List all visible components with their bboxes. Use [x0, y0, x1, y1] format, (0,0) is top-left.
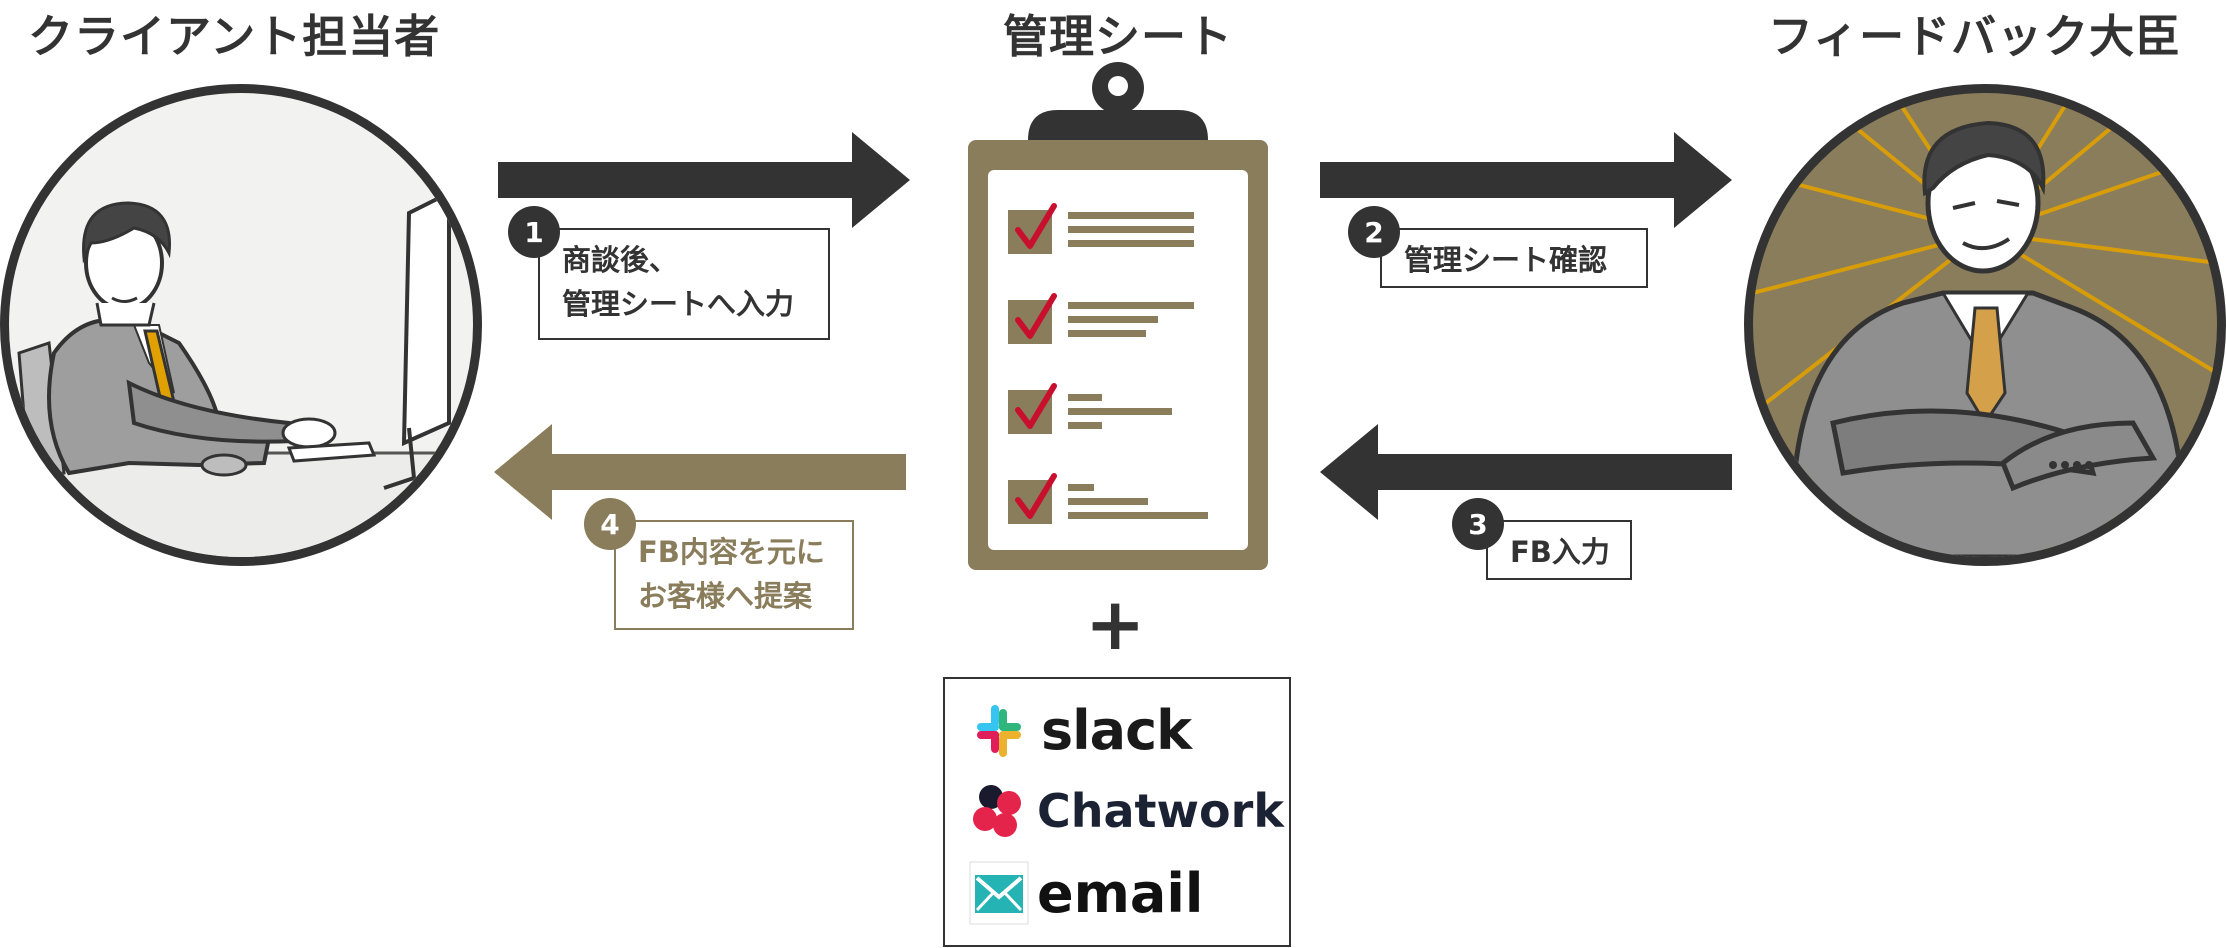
step-4-line2: お客様へ提案 — [638, 579, 813, 613]
chatwork-logo-icon — [973, 785, 1021, 837]
step-2-line1: 管理シート確認 — [1404, 243, 1608, 277]
tool-chatwork-name: Chatwork — [1037, 784, 1284, 838]
step-1-line2: 管理シートへ入力 — [562, 287, 795, 321]
arrow-feedback-to-sheet — [1320, 424, 1732, 520]
tool-slack: slack — [969, 699, 1192, 762]
arrow-to-minister — [1320, 132, 1732, 228]
step-2-label: 管理シート確認 — [1380, 228, 1648, 288]
step-4-label: FB内容を元に お客様へ提案 — [614, 520, 854, 630]
step-3-badge: 3 — [1452, 498, 1504, 550]
title-management-sheet: 管理シート — [1003, 10, 1234, 63]
plus-sign: + — [1085, 582, 1146, 666]
clipboard-checklist-icon — [968, 62, 1268, 570]
title-feedback-minister: フィードバック大臣 — [1768, 10, 2182, 63]
email-envelope-icon — [969, 861, 1029, 925]
tool-email-name: email — [1037, 861, 1204, 925]
feedback-minister-illustration — [1744, 84, 2226, 566]
slack-logo-icon — [977, 704, 1021, 757]
tool-email: email — [969, 861, 1203, 925]
businessman-at-desk-icon — [9, 189, 473, 557]
step-1-label: 商談後、 管理シートへ入力 — [538, 228, 830, 340]
tool-slack-name: slack — [1041, 699, 1192, 762]
step-4-badge: 4 — [584, 498, 636, 550]
step-3-line1: FB入力 — [1510, 535, 1610, 569]
title-client-rep: クライアント担当者 — [28, 10, 441, 63]
client-rep-illustration — [0, 84, 482, 566]
tool-chatwork: Chatwork — [969, 781, 1284, 841]
step-3-label: FB入力 — [1486, 520, 1632, 580]
confident-businessman-icon — [1753, 93, 2217, 557]
arrow-to-client — [494, 424, 906, 520]
step-2-badge: 2 — [1348, 206, 1400, 258]
communication-tools-box: slack Chatwork email — [943, 677, 1291, 947]
step-4-line1: FB内容を元に — [638, 535, 825, 569]
step-1-line1: 商談後、 — [562, 243, 679, 277]
arrow-to-sheet — [498, 132, 910, 228]
step-1-badge: 1 — [508, 206, 560, 258]
